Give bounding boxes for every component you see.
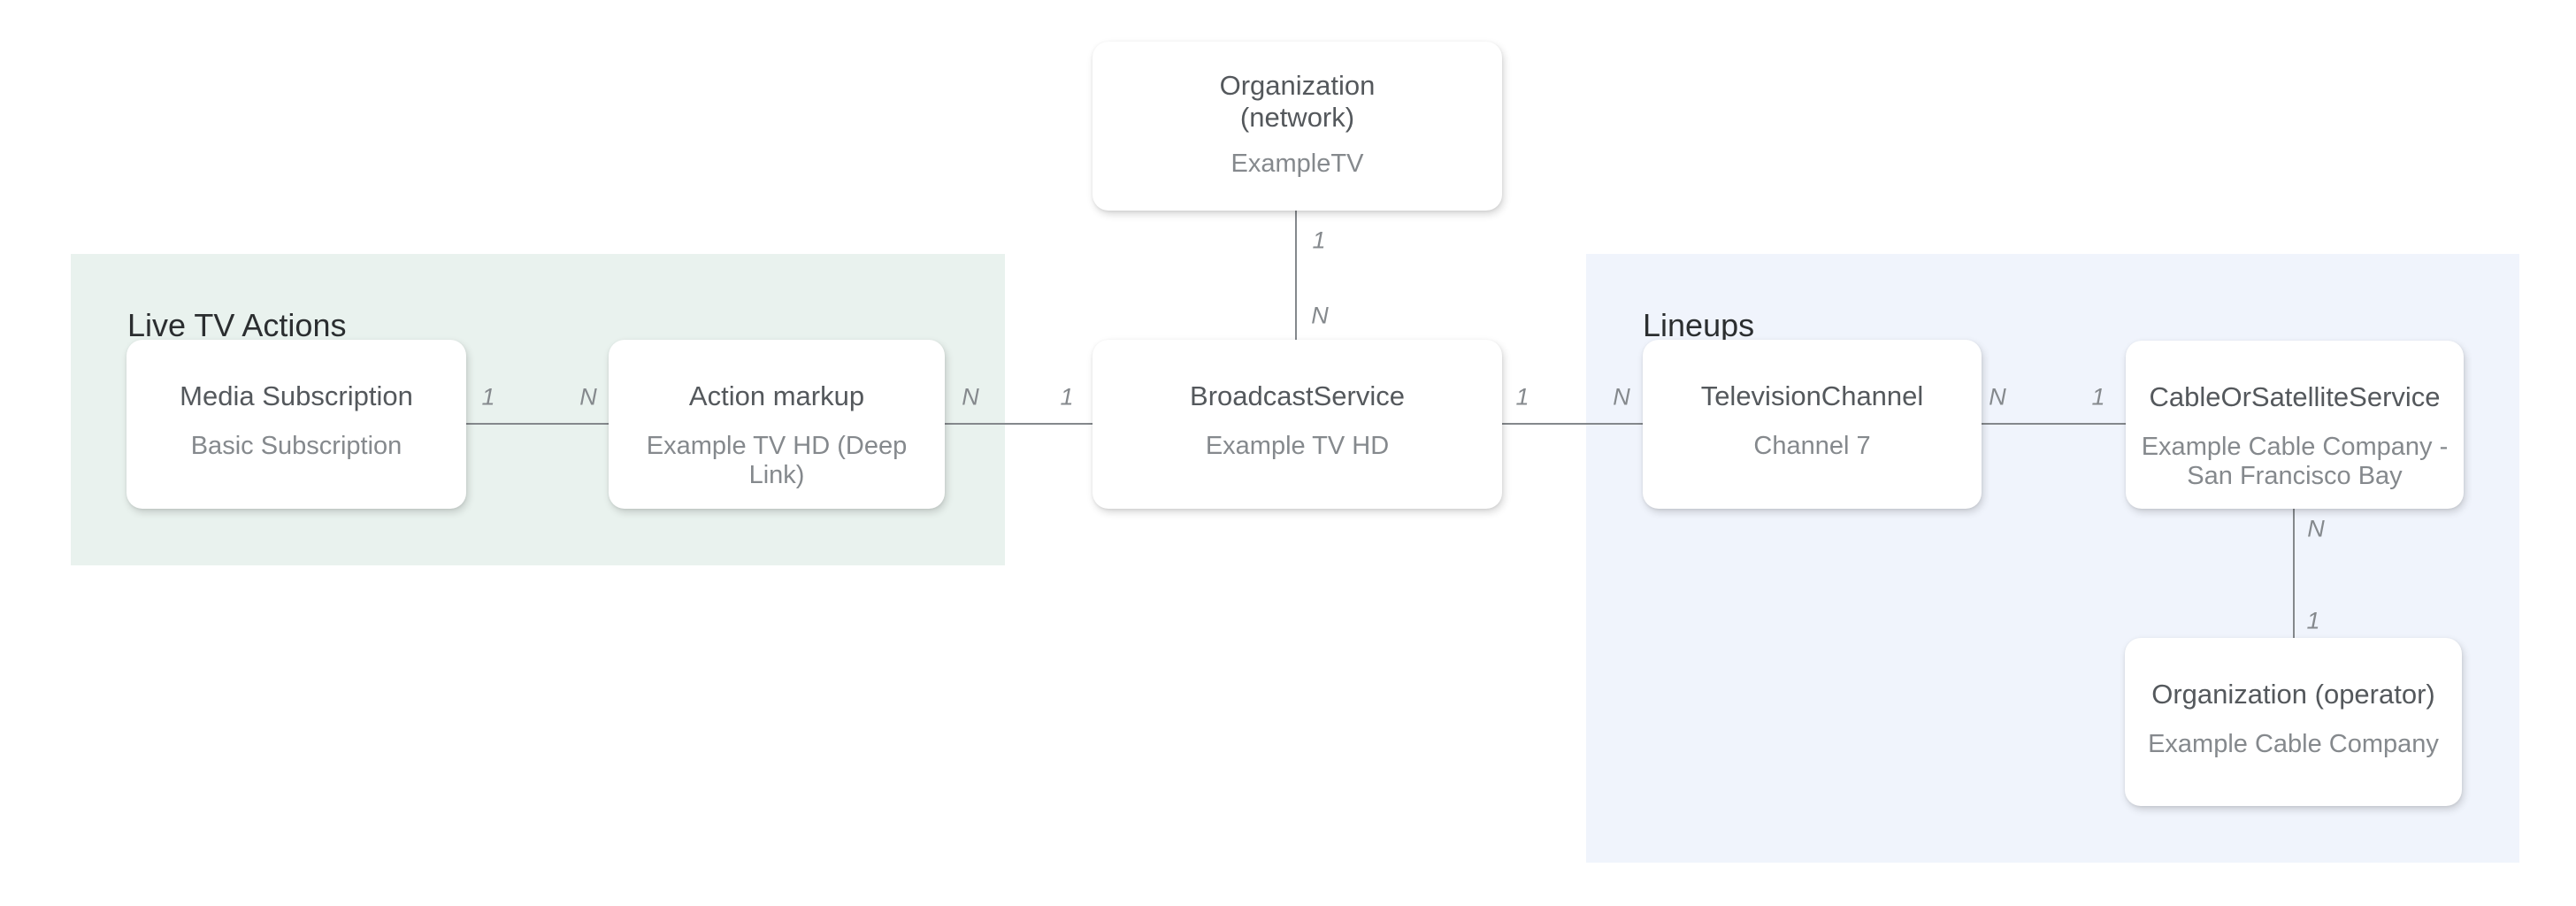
cardinality-label: N (1989, 383, 2006, 411)
cardinality-label: N (962, 383, 979, 411)
node-title: CableOrSatelliteService (2149, 381, 2441, 412)
edge-television-channel-cable-or-satellite-service (1982, 423, 2126, 425)
node-subtitle: Example Cable Company - San Francisco Ba… (2141, 433, 2449, 490)
edge-cable-or-satellite-service-organization-operator (2293, 509, 2295, 638)
node-subtitle: Example TV HD (Deep Link) (646, 432, 908, 489)
node-title: Organization (operator) (2151, 679, 2435, 710)
edge-media-subscription-action-markup (466, 423, 609, 425)
node-title: Media Subscription (180, 380, 413, 411)
cardinality-label: 1 (2306, 607, 2320, 634)
node-cable-or-satellite-service: CableOrSatelliteService Example Cable Co… (2126, 341, 2464, 509)
node-media-subscription: Media Subscription Basic Subscription (126, 340, 466, 509)
node-title-line-2: (network) (1239, 102, 1355, 133)
cardinality-label: N (1613, 383, 1630, 411)
node-broadcast-service: BroadcastService Example TV HD (1092, 340, 1502, 509)
node-subtitle: Example TV HD (1205, 432, 1390, 460)
cardinality-label: 1 (1312, 226, 1326, 254)
node-title: Action markup (688, 380, 865, 411)
cardinality-label: N (1311, 302, 1329, 329)
node-title: TelevisionChannel (1700, 380, 1924, 411)
node-subtitle: Example Cable Company (2148, 730, 2439, 758)
cardinality-label: 1 (1060, 383, 1074, 411)
edge-action-markup-broadcast-service (945, 423, 1092, 425)
cardinality-label: N (579, 383, 597, 411)
node-title: BroadcastService (1190, 380, 1405, 411)
node-organization-network: Organization (network) ExampleTV (1092, 42, 1502, 211)
cardinality-label: 1 (481, 383, 495, 411)
edge-organization-network-broadcast-service (1295, 211, 1297, 340)
cardinality-label: 1 (2091, 383, 2105, 411)
region-lineups-title: Lineups (1643, 306, 1755, 343)
node-organization-operator: Organization (operator) Example Cable Co… (2125, 638, 2462, 806)
node-television-channel: TelevisionChannel Channel 7 (1643, 340, 1982, 509)
edge-broadcast-service-television-channel (1502, 423, 1643, 425)
node-action-markup: Action markup Example TV HD (Deep Link) (609, 340, 945, 509)
node-subtitle: Basic Subscription (190, 432, 402, 460)
region-live-tv-actions-title: Live TV Actions (127, 306, 347, 343)
node-subtitle: Channel 7 (1753, 432, 1871, 460)
node-title: Organization (network) (1220, 70, 1376, 134)
node-title-line-1: Organization (1219, 70, 1376, 101)
cardinality-label: N (2307, 515, 2325, 542)
cardinality-label: 1 (1515, 383, 1530, 411)
node-subtitle: ExampleTV (1230, 150, 1364, 178)
